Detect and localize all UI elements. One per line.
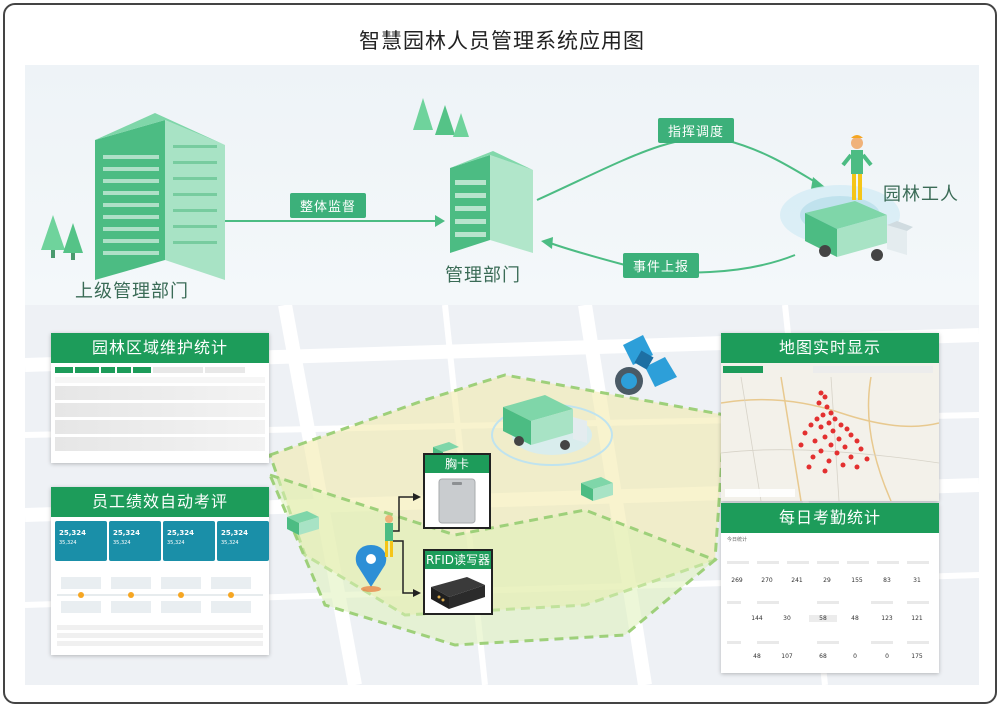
rfid-device-label: RFID读写器 — [425, 551, 491, 569]
attendance-value: 241 — [791, 577, 803, 584]
upper-dept-building-icon — [95, 113, 225, 280]
kpi-value: 25,324 — [167, 529, 195, 537]
table-row — [55, 420, 265, 434]
attendance-value: 121 — [911, 615, 923, 622]
panel-area-stats-title: 园林区域维护统计 — [51, 333, 269, 363]
top-band: 上级管理部门 管理部门 园林工人 整体监督 指挥调度 事件上报 — [25, 65, 979, 305]
location-pin-icon — [355, 545, 387, 592]
realtime-map-view — [721, 363, 939, 501]
kpi-subvalue: 35,324 — [221, 540, 239, 546]
edge-label-dispatch: 指挥调度 — [658, 118, 735, 143]
kpi-value: 25,324 — [113, 529, 141, 537]
badge-device-label: 胸卡 — [425, 455, 489, 473]
kpi-subvalue: 35,324 — [113, 540, 131, 546]
diagram-title: 智慧园林人员管理系统应用图 — [359, 29, 645, 53]
diagram-area: 上级管理部门 管理部门 园林工人 整体监督 指挥调度 事件上报 — [25, 65, 979, 685]
garbage-truck-icon — [805, 201, 913, 261]
tree-icon — [41, 215, 83, 260]
attendance-value: 48 — [753, 653, 761, 660]
attendance-value: 269 — [731, 577, 743, 584]
arrow-supervise — [225, 215, 445, 227]
panel-area-stats-toolbar — [55, 367, 265, 373]
kpi-subvalue: 35,324 — [167, 540, 185, 546]
small-truck-icon — [581, 477, 613, 501]
worker-position-markers — [798, 390, 870, 474]
panel-attendance-title: 每日考勤统计 — [721, 503, 939, 533]
panel-map-realtime: 地图实时显示 — [721, 333, 939, 501]
kpi-card: 25,324 35,324 — [163, 521, 215, 561]
rfid-reader-icon — [431, 577, 485, 609]
attendance-value: 270 — [761, 577, 773, 584]
table-row — [55, 386, 265, 400]
perf-timeline-chart — [57, 577, 263, 646]
panel-area-stats: 园林区域维护统计 — [51, 333, 269, 463]
attendance-value: 0 — [853, 653, 857, 660]
kpi-value: 25,324 — [59, 529, 87, 537]
attendance-value: 83 — [883, 577, 891, 584]
badge-device-box: 胸卡 — [423, 453, 491, 529]
attendance-value: 68 — [819, 653, 827, 660]
kpi-card: 25,324 35,324 — [109, 521, 161, 561]
tree-icon — [413, 98, 469, 137]
node-worker: 园林工人 — [883, 184, 959, 205]
node-upper-dept: 上级管理部门 — [75, 281, 189, 302]
attendance-value: 107 — [781, 653, 793, 660]
attendance-value: 144 — [751, 615, 763, 622]
small-truck-icon — [287, 511, 319, 535]
tracked-truck-icon — [491, 395, 613, 466]
panel-perf-eval-title: 员工绩效自动考评 — [51, 487, 269, 517]
worker-icon — [841, 135, 873, 200]
node-mgmt-dept: 管理部门 — [445, 265, 521, 286]
badge-card-icon — [438, 478, 476, 524]
edge-label-report: 事件上报 — [623, 253, 700, 278]
device-connectors — [393, 493, 421, 597]
attendance-subtitle: 今日统计 — [727, 537, 748, 543]
attendance-value: 0 — [885, 653, 889, 660]
panel-attendance: 每日考勤统计 今日统计 269 270 241 29 155 83 31 144… — [721, 503, 939, 673]
attendance-value: 155 — [851, 577, 863, 584]
panel-perf-eval: 员工绩效自动考评 25,324 35,324 25,324 35,324 25,… — [51, 487, 269, 655]
edge-label-supervise: 整体监督 — [290, 193, 367, 218]
rfid-device-box: RFID读写器 — [423, 549, 493, 615]
table-row — [55, 437, 265, 451]
panel-map-realtime-title: 地图实时显示 — [721, 333, 939, 363]
attendance-value: 30 — [783, 615, 791, 622]
satellite-icon — [615, 335, 677, 395]
map-band: 胸卡 RFID读写器 园林区域维护统计 — [25, 303, 979, 685]
attendance-value: 175 — [911, 653, 923, 660]
table-row — [55, 377, 265, 383]
kpi-subvalue: 35,324 — [59, 540, 77, 546]
mgmt-dept-building-icon — [450, 151, 533, 253]
kpi-value: 25,324 — [221, 529, 249, 537]
table-row — [55, 403, 265, 417]
arrow-dispatch — [536, 137, 825, 201]
attendance-value: 123 — [881, 615, 893, 622]
attendance-value: 31 — [913, 577, 921, 584]
diagram-frame: 智慧园林人员管理系统应用图 — [3, 3, 997, 704]
kpi-card: 25,324 35,324 — [217, 521, 269, 561]
attendance-value: 48 — [851, 615, 859, 622]
attendance-value: 29 — [823, 577, 831, 584]
kpi-card: 25,324 35,324 — [55, 521, 107, 561]
map-worker-icon — [385, 515, 393, 557]
attendance-value: 58 — [809, 615, 837, 622]
